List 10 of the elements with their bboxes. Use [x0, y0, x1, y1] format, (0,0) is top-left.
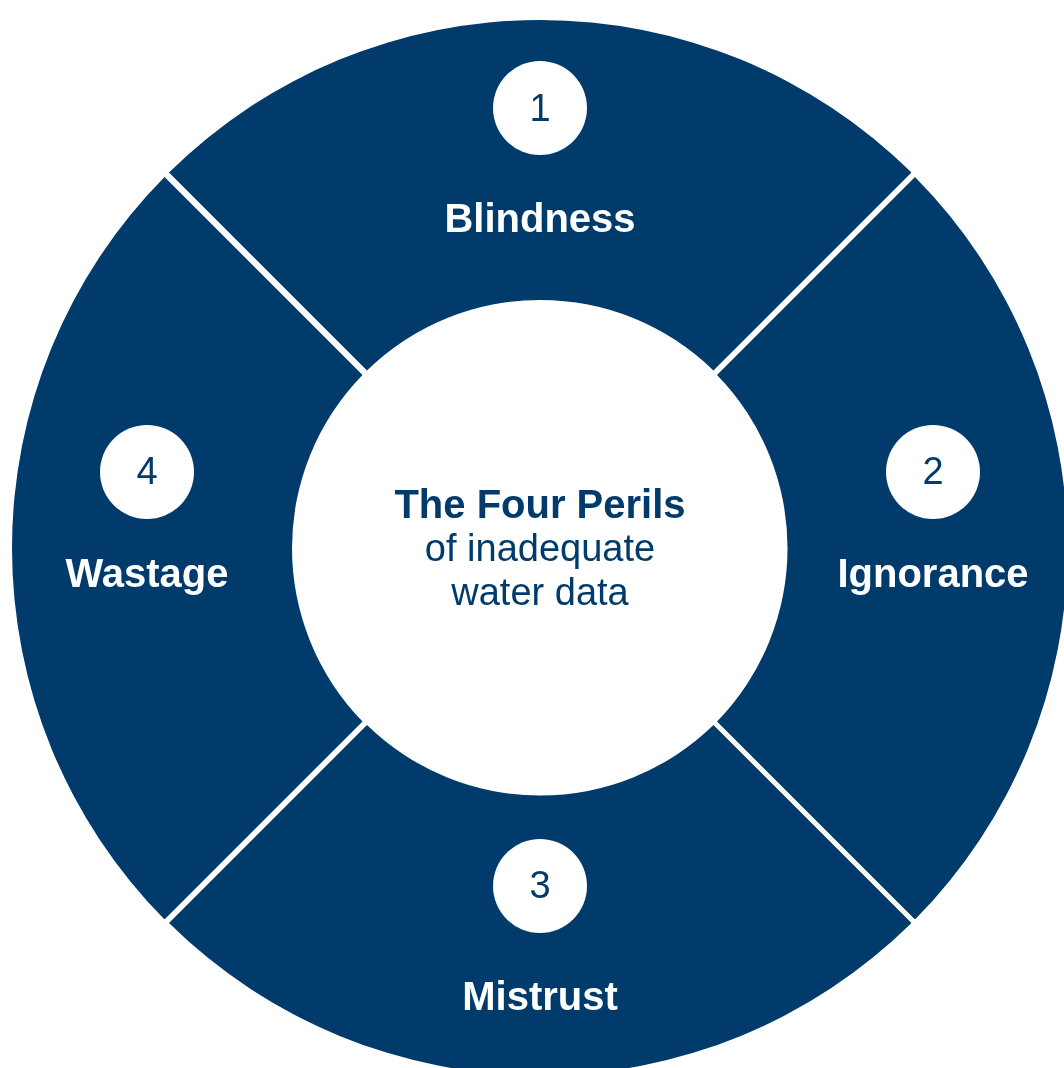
center-heading: The Four Perils	[394, 481, 686, 527]
segment-label: Wastage	[65, 550, 229, 596]
segment-label: Blindness	[444, 195, 636, 241]
center-subtitle: of inadequate water data	[423, 526, 657, 615]
ring-segment	[168, 725, 912, 1068]
ring-segment	[717, 176, 1064, 920]
segment-label: Ignorance	[837, 550, 1029, 596]
ring-segment	[12, 176, 363, 920]
ring-segment	[168, 20, 912, 371]
segment-label: Mistrust	[462, 973, 618, 1019]
